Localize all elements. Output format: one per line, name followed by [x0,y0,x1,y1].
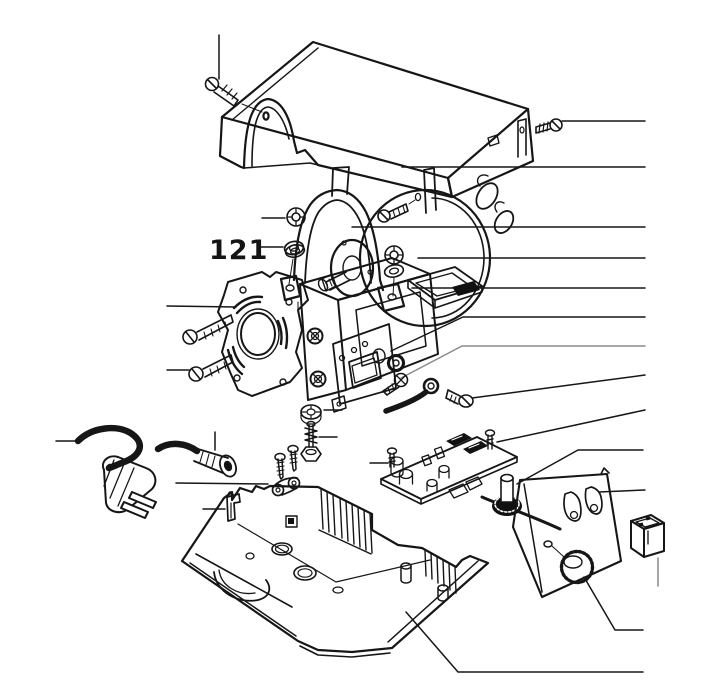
cover-screw-right [535,118,563,134]
vent-ribs [318,488,373,555]
gear-plate [217,271,309,397]
plate-screw-upper [182,314,234,345]
boss-posts [400,562,449,602]
motor-cradle [407,266,483,309]
gearbox-body [299,257,439,413]
plate-screw-lower [188,354,234,382]
tapping-screws [274,444,299,480]
vent-ribs-right [424,549,457,594]
motor-screw [377,192,422,223]
circuit-board [380,429,562,531]
callout-lines-right [351,120,659,673]
cross-screw-upper [306,327,324,345]
top-cover [218,40,535,199]
hex-nut [300,446,322,462]
rocker-switch [630,514,665,558]
base-housing [180,484,490,658]
board-screw-right [484,429,496,450]
clip-wedge [452,281,480,296]
washer-right [383,264,405,278]
motor [317,166,515,328]
brush-holder-icon [475,174,515,234]
callout-lines-left [55,34,389,510]
power-cord [74,424,201,519]
cover-screw-left [204,76,263,113]
thumb-knob [559,549,595,585]
capacitor-icons [390,446,450,492]
terminal-bolt [445,389,474,408]
spring-stud [304,420,318,448]
ground-cable [383,377,440,414]
board-screw-left [386,447,398,468]
phillips-screw [382,372,409,396]
switch-cutouts [563,486,603,522]
cord-grommet [193,448,237,478]
side-panel [511,467,623,599]
slotted-nut [300,404,322,425]
plug [102,455,157,519]
cross-screw-lower [309,370,327,388]
part-121-washer [283,240,305,256]
star-washer [386,353,406,373]
faceplate [332,323,397,405]
cable-clamp [271,476,301,497]
crown-nut-left [286,207,306,227]
part-number-label: 121 [209,235,268,266]
